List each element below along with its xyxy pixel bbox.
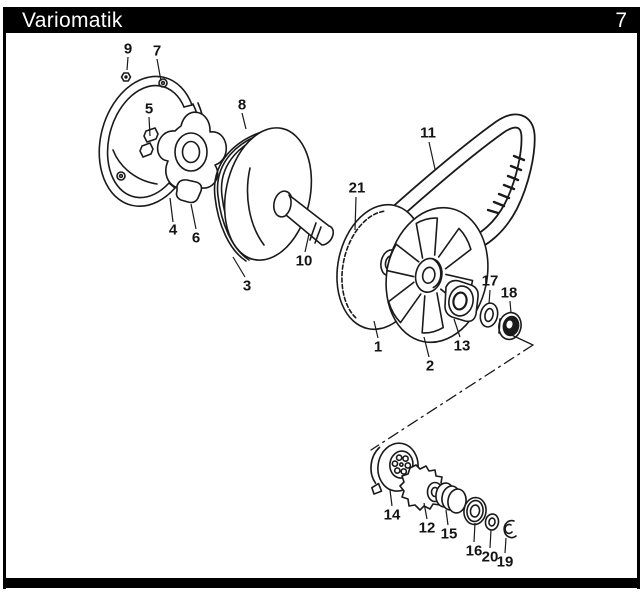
leader-line-10 — [304, 233, 310, 253]
part-drive-face — [223, 127, 313, 261]
leader-line-20 — [489, 529, 492, 549]
part-circlip — [503, 519, 517, 539]
leader-line-2 — [423, 336, 430, 358]
page-frame-bottom — [3, 578, 640, 588]
leader-line-21 — [354, 196, 357, 231]
leader-lines-layer — [126, 56, 512, 554]
axis-centerline — [370, 331, 534, 451]
leader-line-11 — [428, 141, 436, 170]
part-slide-piece — [139, 127, 159, 158]
part-spacer-sleeve — [285, 194, 335, 246]
header-bar: Variomatik 7 — [3, 7, 640, 33]
part-spring-washers — [435, 482, 467, 514]
part-washer-17 — [479, 302, 499, 328]
leader-line-15 — [445, 509, 449, 526]
leader-line-18 — [509, 300, 512, 314]
leader-line-14 — [389, 489, 393, 507]
leader-line-3 — [232, 256, 246, 278]
part-boss — [444, 279, 479, 323]
leader-line-7 — [156, 58, 162, 82]
page-number: 7 — [615, 8, 627, 32]
part-roller — [175, 179, 203, 204]
leader-line-9 — [126, 56, 129, 71]
part-washer-20 — [484, 513, 500, 531]
leader-line-13 — [453, 318, 461, 338]
leader-line-17 — [488, 289, 491, 305]
leader-line-6 — [190, 203, 197, 230]
part-bolt — [120, 72, 132, 82]
part-nut — [498, 311, 522, 341]
page-title: Variomatik — [22, 8, 123, 32]
page-frame-right — [637, 7, 640, 589]
belt-teeth — [486, 154, 526, 215]
leader-line-16 — [473, 522, 476, 543]
part-roller-guide — [156, 111, 228, 189]
part-drive-belt — [354, 113, 536, 254]
leader-line-5 — [148, 116, 151, 137]
leader-line-19 — [504, 537, 507, 554]
leader-line-1 — [373, 320, 379, 339]
leader-line-8 — [241, 112, 247, 130]
part-bearing — [463, 496, 487, 526]
page-frame-left — [3, 7, 6, 589]
leader-line-12 — [423, 502, 428, 520]
leader-line-4 — [169, 197, 174, 223]
